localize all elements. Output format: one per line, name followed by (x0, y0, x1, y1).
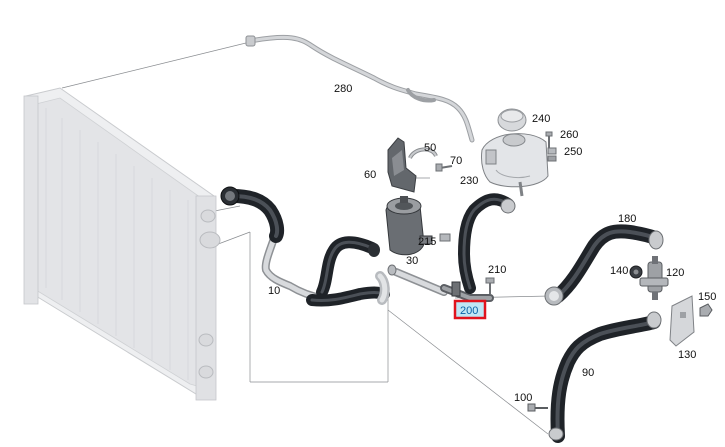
valve-120 (639, 256, 669, 300)
clamp-50 (408, 147, 438, 160)
pipe-30 (387, 264, 448, 296)
label-140[interactable]: 140 (610, 265, 628, 277)
pipe-200 (440, 281, 494, 302)
label-60[interactable]: 60 (364, 169, 376, 181)
screw-70 (435, 163, 453, 172)
label-230[interactable]: 230 (460, 175, 478, 187)
clip-250 (547, 147, 557, 155)
bracket-130 (669, 295, 695, 347)
label-180[interactable]: 180 (618, 213, 636, 225)
hose-180 (544, 224, 664, 306)
label-215[interactable]: 215 (418, 236, 436, 248)
label-50[interactable]: 50 (424, 142, 436, 154)
bolt-250-lower (547, 155, 557, 162)
bracket-60 (387, 137, 417, 193)
label-130[interactable]: 130 (678, 349, 696, 361)
label-280[interactable]: 280 (334, 83, 352, 95)
highlight-box-200 (453, 299, 487, 320)
hose-upper-left (220, 186, 285, 243)
water-pump-215 (385, 196, 451, 256)
label-240[interactable]: 240 (532, 113, 550, 125)
nut-150 (699, 303, 713, 317)
bolt-100 (527, 403, 548, 412)
label-200[interactable]: 200 (460, 305, 478, 317)
radiator (23, 87, 221, 401)
screw-210 (485, 277, 495, 294)
label-30[interactable]: 30 (406, 255, 418, 267)
screw-260 (545, 131, 553, 148)
label-70[interactable]: 70 (450, 155, 462, 167)
pipe-10 (261, 228, 326, 302)
hose-tank-outlet (457, 193, 516, 294)
label-10[interactable]: 10 (268, 285, 280, 297)
expansion-tank (481, 108, 549, 197)
label-250[interactable]: 250 (564, 146, 582, 158)
grommet-140 (629, 265, 643, 279)
label-90[interactable]: 90 (582, 367, 594, 379)
hose-lower-middle (306, 271, 390, 307)
breather-hose-280 (245, 34, 475, 143)
hose-middle (316, 236, 380, 298)
label-210[interactable]: 210 (488, 264, 506, 276)
label-150[interactable]: 150 (698, 291, 716, 303)
label-120[interactable]: 120 (666, 267, 684, 279)
label-260[interactable]: 260 (560, 129, 578, 141)
hose-90 (548, 311, 662, 443)
part-labels: 280 240 260 250 50 70 60 230 180 215 30 … (268, 83, 716, 404)
label-100[interactable]: 100 (514, 392, 532, 404)
